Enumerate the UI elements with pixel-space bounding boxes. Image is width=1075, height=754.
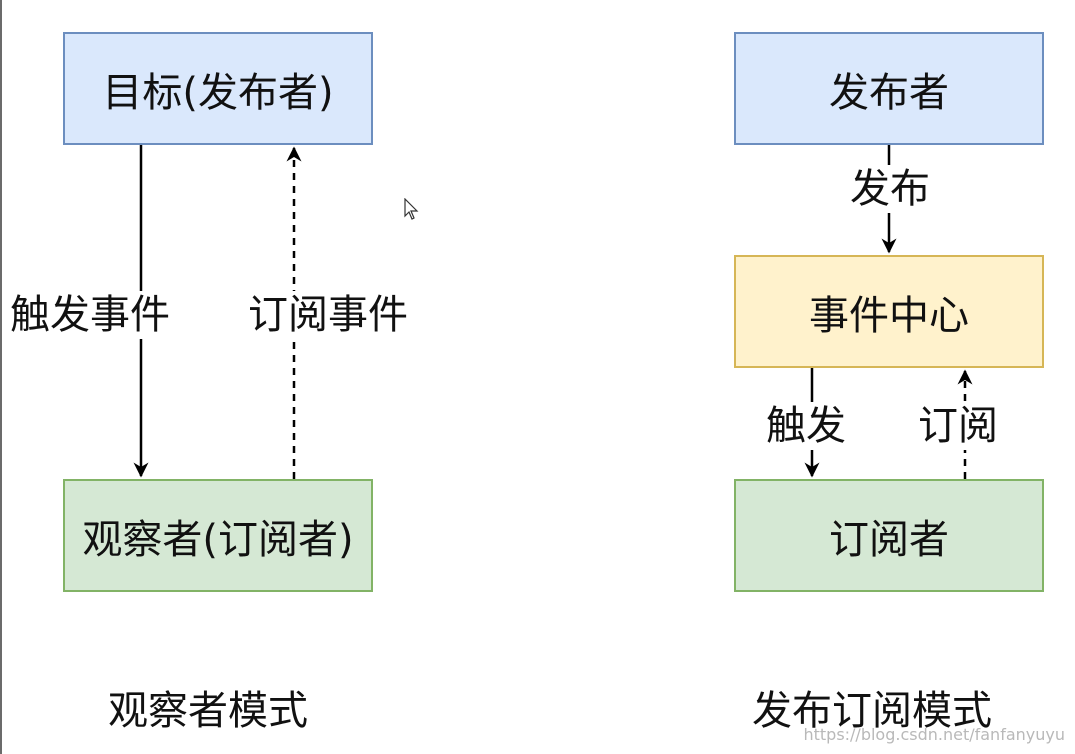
watermark: https://blog.csdn.net/fanfanyuyu bbox=[803, 725, 1065, 744]
observer-box: 观察者(订阅者) bbox=[63, 479, 373, 592]
publisher-box: 发布者 bbox=[734, 32, 1044, 145]
pubsub-pattern-caption: 发布订阅模式 bbox=[752, 688, 992, 734]
subscribe-event-label: 订阅事件 bbox=[248, 291, 408, 339]
subject-box: 目标(发布者) bbox=[63, 32, 373, 145]
observer-box-label: 观察者(订阅者) bbox=[82, 516, 354, 563]
event-center-box: 事件中心 bbox=[734, 255, 1044, 368]
mouse-cursor-icon bbox=[404, 198, 419, 220]
subscribe-label: 订阅 bbox=[918, 402, 998, 450]
subscriber-box-label: 订阅者 bbox=[829, 516, 949, 563]
subject-box-label: 目标(发布者) bbox=[102, 69, 334, 116]
observer-pattern-caption: 观察者模式 bbox=[108, 688, 308, 734]
window-edge bbox=[0, 0, 2, 754]
publish-label: 发布 bbox=[850, 165, 930, 213]
event-center-box-label: 事件中心 bbox=[809, 292, 969, 339]
trigger-label: 触发 bbox=[766, 402, 846, 450]
publisher-box-label: 发布者 bbox=[829, 69, 949, 116]
trigger-event-label: 触发事件 bbox=[10, 291, 170, 339]
subscriber-box: 订阅者 bbox=[734, 479, 1044, 592]
